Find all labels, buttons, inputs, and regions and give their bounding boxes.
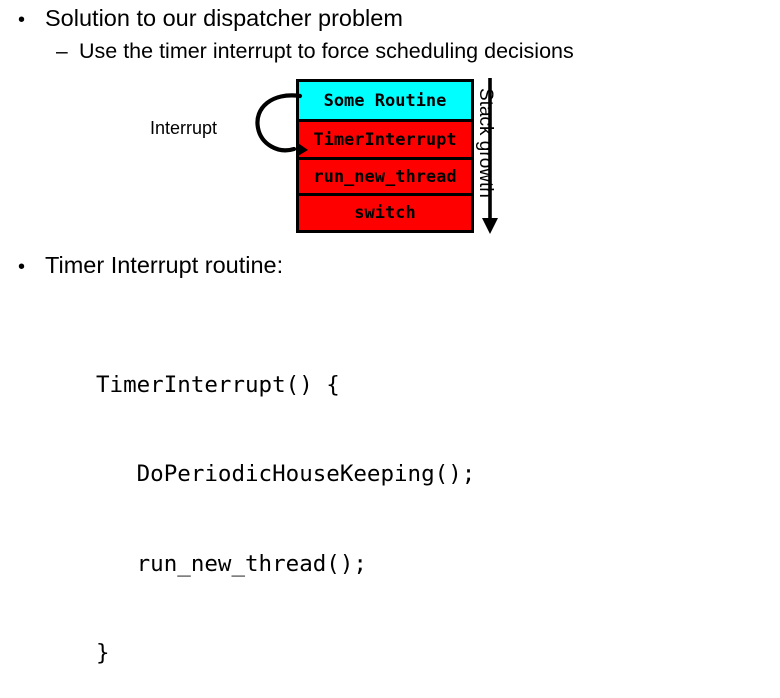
stack-frame-timer-interrupt: TimerInterrupt: [299, 119, 471, 158]
stack-growth-arrow-icon: [482, 78, 498, 234]
subbullet-use-timer-interrupt: – Use the timer interrupt to force sched…: [56, 39, 574, 64]
stack-frame-some-routine: Some Routine: [299, 82, 471, 119]
bullet-routine-text: Timer Interrupt routine:: [45, 252, 284, 278]
interrupt-curved-arrow-icon: [255, 93, 308, 156]
stack-diagram: Some Routine TimerInterrupt run_new_thre…: [296, 79, 474, 233]
stack-growth-label: Stack growth: [475, 88, 496, 198]
code-line: }: [96, 639, 110, 666]
stack-frame-run-new-thread: run_new_thread: [299, 157, 471, 194]
stack-frame-switch: switch: [299, 193, 471, 230]
bullet-solution: • Solution to our dispatcher problem: [18, 5, 403, 32]
bullet-solution-text: Solution to our dispatcher problem: [45, 5, 403, 31]
bullet-marker: •: [18, 9, 26, 31]
bullet-marker: •: [18, 256, 26, 278]
code-line: DoPeriodicHouseKeeping();: [96, 461, 476, 488]
code-block: TimerInterrupt() { DoPeriodicHouseKeepin…: [96, 312, 475, 698]
code-line: run_new_thread();: [96, 550, 367, 577]
interrupt-label: Interrupt: [150, 118, 218, 138]
bullet-timer-interrupt-routine: • Timer Interrupt routine:: [18, 252, 284, 279]
subbullet-text: Use the timer interrupt to force schedul…: [79, 39, 574, 63]
code-line: TimerInterrupt() {: [96, 372, 340, 399]
dash-marker: –: [56, 40, 68, 63]
